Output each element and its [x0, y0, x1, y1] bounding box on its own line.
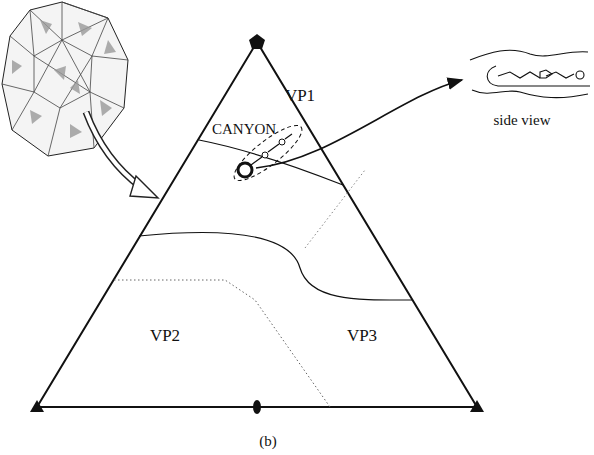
zoom-arrow: [86, 112, 158, 198]
canyon-boundary: [199, 140, 343, 185]
region-label: CANYON: [212, 121, 276, 138]
protein-boundary: [305, 170, 365, 248]
threefold-symbol: [30, 400, 44, 412]
twofold-symbol: [253, 400, 261, 414]
protein-label: VP1: [285, 87, 315, 106]
protein-boundary: [114, 280, 330, 407]
canyon-boundary: [139, 233, 412, 300]
pointer-arrow: [256, 80, 462, 168]
canyon-side-view: [470, 50, 590, 97]
protein-label: VP2: [150, 327, 180, 346]
asymmetric-unit: [37, 42, 477, 407]
protein-label: VP3: [347, 327, 377, 346]
threefold-symbol: [470, 400, 484, 412]
virus-capsid: [2, 2, 128, 156]
fivefold-symbol: [249, 34, 265, 49]
figure-caption: (b): [259, 433, 277, 450]
view-label: side view: [493, 112, 550, 129]
